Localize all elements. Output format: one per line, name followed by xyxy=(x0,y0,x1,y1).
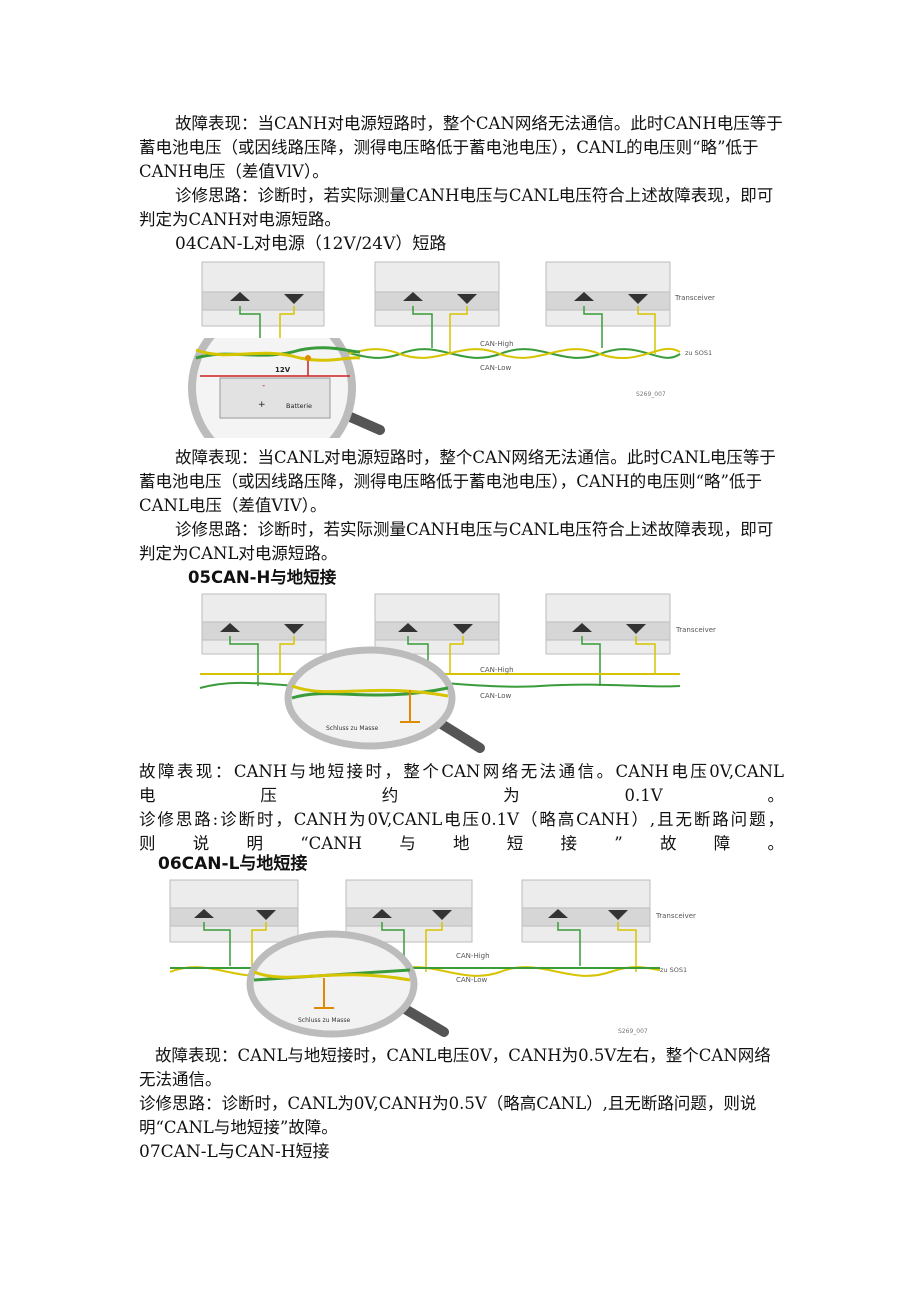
fault-description-canh-power: 故障表现：当CANH对电源短路时，整个CAN网络无法通信。此时CANH电压等于蓄… xyxy=(139,114,783,181)
heading-04: 04CAN-L对电源（12V/24V）短路 xyxy=(175,234,447,254)
diagnosis-canh-ground-line1: 诊修思路:诊断时，CANH为0V,CANL电压0.1V（略高CANH）,且无断路… xyxy=(139,810,784,829)
diagnosis-canl-ground: 诊修思路：诊断时，CANL为0V,CANH为0.5V（略高CANL）,且无断路问… xyxy=(139,1094,757,1137)
heading-07: 07CAN-L与CAN-H短接 xyxy=(139,1142,330,1162)
figure-canl-ground-short: Transceiver CAN-High CAN-Low zu SOS1 S26… xyxy=(160,876,720,1042)
fault-description-canh-ground-line2: 电压约为0.1V。 xyxy=(139,786,784,805)
diagnosis-canl-power: 诊修思路：诊断时，若实际测量CANH电压与CANL电压符合上述故障表现，即可判定… xyxy=(139,520,774,563)
label-can-low: CAN-Low xyxy=(480,364,511,372)
label-code: S269_007 xyxy=(636,391,666,398)
label-can-low: CAN-Low xyxy=(456,976,487,984)
label-voltage: 12V xyxy=(275,366,291,374)
diagnosis-canh-ground-line2: 则说明“CANH与地短接”故障。 xyxy=(139,834,784,853)
label-zu: zu SOS1 xyxy=(685,349,712,357)
label-can-high: CAN-High xyxy=(456,952,490,960)
label-zu: zu SOS1 xyxy=(660,966,687,974)
label-code: S269_007 xyxy=(618,1028,648,1035)
label-battery: Batterie xyxy=(286,402,312,410)
label-minus: - xyxy=(262,381,265,391)
fault-description-canl-ground: 故障表现：CANL与地短接时，CANL电压0V，CANH为0.5V左右，整个CA… xyxy=(139,1046,771,1089)
label-transceiver: Transceiver xyxy=(674,294,715,302)
label-can-high: CAN-High xyxy=(480,340,514,348)
figure-canl-power-short: Transceiver CAN-High CAN-Low zu SOS1 S26… xyxy=(180,258,720,438)
label-transceiver: Transceiver xyxy=(675,626,716,634)
label-can-low: CAN-Low xyxy=(480,692,511,700)
label-ground: Schluss zu Masse xyxy=(326,725,379,732)
diagnosis-canh-power: 诊修思路：诊断时，若实际测量CANH电压与CANL电压符合上述故障表现，即可判定… xyxy=(139,186,774,229)
figure-canh-ground-short: Transceiver CAN-High CAN-Low Schluss zu … xyxy=(180,590,720,755)
label-transceiver: Transceiver xyxy=(655,912,696,920)
heading-06: 06CAN-L与地短接 xyxy=(158,854,308,874)
heading-05: 05CAN-H与地短接 xyxy=(188,568,337,587)
fault-description-canh-ground-line1: 故障表现：CANH与地短接时，整个CAN网络无法通信。CANH电压0V,CANL xyxy=(139,762,784,781)
label-plus: + xyxy=(258,400,266,410)
fault-description-canl-power: 故障表现：当CANL对电源短路时，整个CAN网络无法通信。此时CANL电压等于蓄… xyxy=(139,448,776,515)
label-ground: Schluss zu Masse xyxy=(298,1017,351,1024)
label-can-high: CAN-High xyxy=(480,666,514,674)
